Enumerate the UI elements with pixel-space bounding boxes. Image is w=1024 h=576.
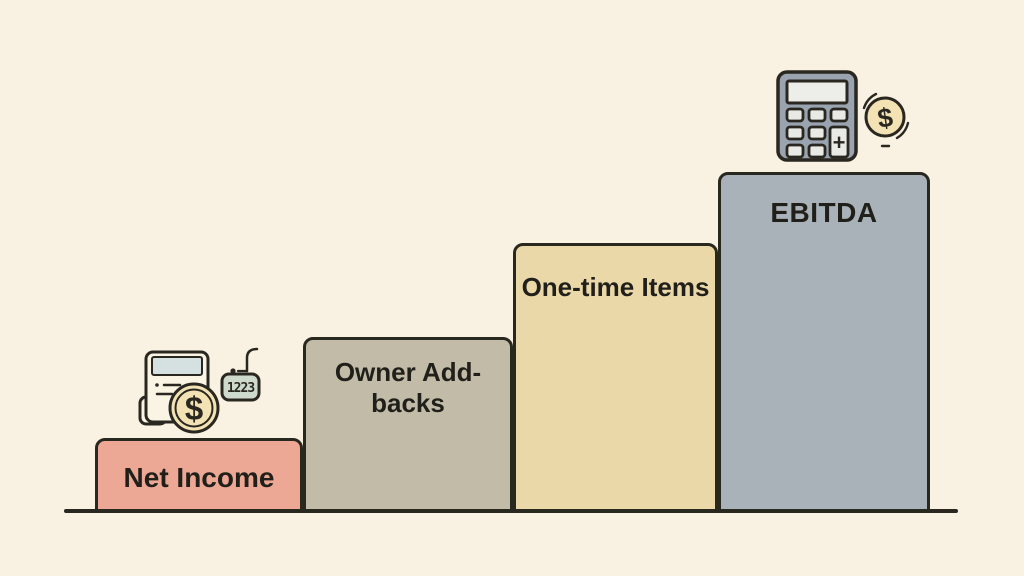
receipt-screen [151,356,203,376]
bar-label-net-income: Net Income [123,462,275,493]
bar-label-one-time-items: One-time Items [521,272,710,302]
dollar-symbol: $ [876,102,895,134]
plus-symbol: + [833,130,846,155]
bar-label-ebitda: EBITDA [770,197,878,228]
calculator-screen [785,79,849,105]
calculator-icon: + [776,70,858,162]
receipt-money-icon-group: $ 1223 [138,347,261,434]
bar-owner-add-backs: Owner Add-backs [303,337,513,512]
bar-ebitda: EBITDA [718,172,930,512]
display-digits: 1223 [227,381,254,396]
dollar-symbol: $ [185,390,203,427]
digital-display-icon: 1223 [220,347,261,402]
dollar-coin-icon: $ [862,92,910,148]
calculator-plus-key [828,125,850,159]
dollar-coin-icon: $ [168,382,220,434]
bar-one-time-items: One-time Items [513,243,718,512]
calculator-money-icon-group: + $ [776,70,910,162]
bar-net-income: Net Income [95,438,303,512]
bar-label-owner-add-backs: Owner Add-backs [334,357,482,418]
calculator-keys [785,107,850,159]
